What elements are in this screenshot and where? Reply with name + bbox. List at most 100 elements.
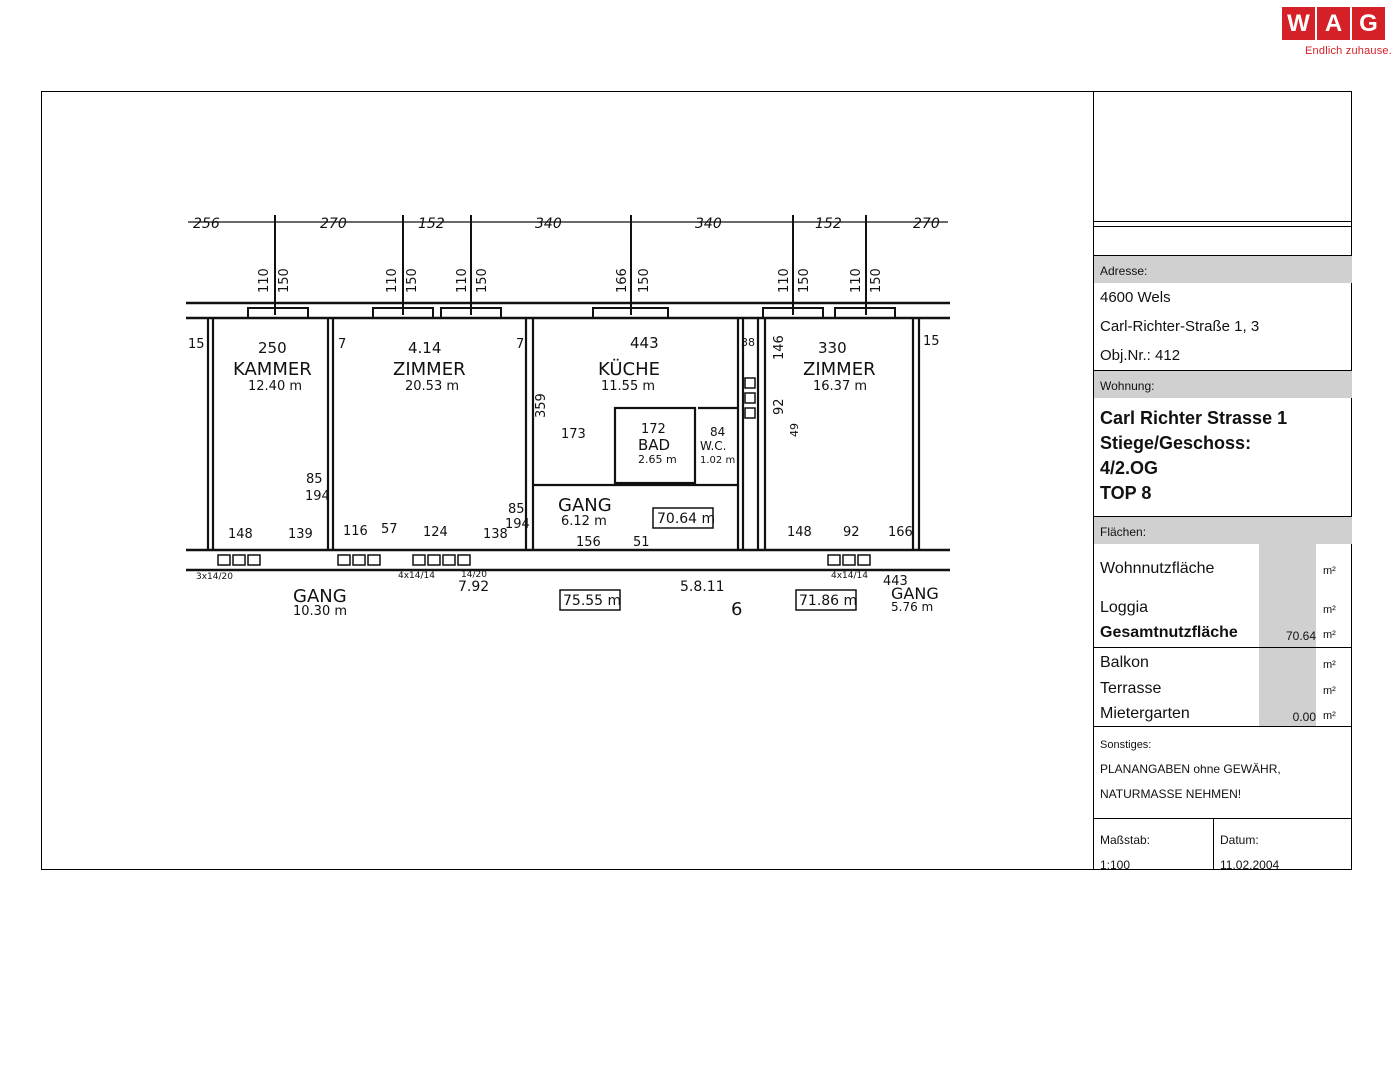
area-unit: m² bbox=[1323, 659, 1336, 671]
dim-label: 38 bbox=[741, 336, 755, 349]
area-row-mietergarten: Mietergarten 0.00 m² bbox=[1094, 701, 1352, 727]
dim-label: 116 bbox=[343, 524, 368, 539]
scale-label: Maßstab: bbox=[1100, 833, 1151, 847]
apartment-header: Wohnung: bbox=[1094, 370, 1352, 398]
areas-header: Flächen: bbox=[1094, 517, 1352, 544]
room-name: ZIMMER bbox=[803, 359, 876, 380]
window-dim: 150 bbox=[277, 268, 292, 293]
title-block-top bbox=[1094, 91, 1352, 222]
room-name: KAMMER bbox=[233, 359, 312, 380]
area-unit: m² bbox=[1323, 710, 1336, 722]
area-row-terrasse: Terrasse m² bbox=[1094, 676, 1352, 702]
dim-label: 173 bbox=[561, 427, 586, 442]
window-dim: 166 bbox=[615, 268, 630, 293]
total-area-label: 70.64 m bbox=[657, 511, 715, 527]
dim-top-label: 270 bbox=[320, 216, 347, 232]
dim-label: 124 bbox=[423, 525, 448, 540]
dim-top-label: 340 bbox=[695, 216, 722, 232]
area-unit: m² bbox=[1323, 604, 1336, 616]
apartment-top: TOP 8 bbox=[1100, 483, 1152, 503]
room-area: 12.40 m bbox=[248, 379, 302, 394]
wag-logo: W A G Endlich zuhause. bbox=[1282, 7, 1392, 62]
room-area: 11.55 m bbox=[601, 379, 655, 394]
window-dim: 110 bbox=[385, 268, 400, 293]
window-dim: 150 bbox=[475, 268, 490, 293]
dim-label: 15 bbox=[923, 334, 940, 349]
area-label: Loggia bbox=[1100, 599, 1149, 616]
window-dim: 150 bbox=[797, 268, 812, 293]
area-label: Mietergarten bbox=[1100, 705, 1190, 722]
room-width: 250 bbox=[258, 339, 287, 357]
window-dim: 110 bbox=[257, 268, 272, 293]
corridor-wall bbox=[186, 548, 950, 572]
dim-label: 359 bbox=[534, 393, 549, 418]
room-name: ZIMMER bbox=[393, 359, 466, 380]
area-unit: m² bbox=[1323, 565, 1336, 577]
room-name: GANG bbox=[293, 586, 347, 607]
dim-label: 7 bbox=[516, 337, 524, 352]
drawing-frame bbox=[41, 91, 1352, 870]
window-dim: 150 bbox=[637, 268, 652, 293]
dim-label: 92 bbox=[843, 525, 860, 540]
dim-label: 6 bbox=[731, 599, 742, 620]
dim-top-label: 340 bbox=[535, 216, 562, 232]
dim-top-label: 152 bbox=[815, 216, 842, 232]
room-name: W.C. bbox=[700, 439, 727, 453]
dim-label: 4x14/14 bbox=[398, 571, 435, 581]
room-name: KÜCHE bbox=[598, 358, 660, 380]
room-width: 84 bbox=[710, 425, 725, 439]
area-row-loggia: Loggia m² bbox=[1094, 595, 1352, 621]
dim-label: 85 bbox=[508, 502, 525, 517]
window-dim: 110 bbox=[455, 268, 470, 293]
dim-label: 57 bbox=[381, 522, 398, 537]
dim-label: 15 bbox=[188, 337, 205, 352]
apartment-street: Carl Richter Strasse 1 bbox=[1100, 408, 1288, 428]
room-area: 2.65 m bbox=[638, 453, 677, 466]
area-value-column bbox=[1259, 544, 1316, 647]
scale-cell: Maßstab: 1:100 bbox=[1094, 819, 1214, 872]
area-unit: m² bbox=[1323, 685, 1336, 697]
other-note-line: PLANANGABEN ohne GEWÄHR, bbox=[1100, 762, 1281, 776]
interior-wall bbox=[206, 318, 921, 550]
address-header: Adresse: bbox=[1094, 256, 1352, 283]
dim-label: 49 bbox=[788, 423, 801, 437]
logo-letter-w: W bbox=[1282, 7, 1315, 40]
title-block: Adresse: 4600 Wels Carl-Richter-Straße 1… bbox=[1093, 91, 1352, 872]
area-label: Balkon bbox=[1100, 654, 1149, 671]
room-name: GANG bbox=[891, 584, 939, 603]
room-width: 443 bbox=[630, 334, 659, 352]
title-block-spacer bbox=[1094, 226, 1352, 256]
window-dim: 150 bbox=[405, 268, 420, 293]
other-note-line: NATURMASSE NEHMEN! bbox=[1100, 787, 1242, 801]
window-markers bbox=[247, 307, 896, 319]
object-number: Obj.Nr.: 412 bbox=[1100, 347, 1181, 364]
room-area: 1.02 m bbox=[700, 455, 735, 466]
room-area: 10.30 m bbox=[293, 604, 347, 619]
window-dim: 110 bbox=[849, 268, 864, 293]
room-area: 16.37 m bbox=[813, 379, 867, 394]
area-label: Gesamtnutzfläche bbox=[1100, 624, 1238, 641]
scale-value: 1:100 bbox=[1100, 858, 1131, 872]
dim-ticks bbox=[274, 215, 867, 315]
dim-label: 139 bbox=[288, 527, 313, 542]
room-width: 4.14 bbox=[408, 339, 441, 357]
date-cell: Datum: 11.02.2004 bbox=[1214, 819, 1285, 872]
dim-label: 14/20 bbox=[461, 570, 487, 580]
dim-label: 148 bbox=[787, 525, 812, 540]
dim-label: 194 bbox=[505, 517, 530, 532]
area-unit: m² bbox=[1323, 629, 1336, 641]
dim-label: 148 bbox=[228, 527, 253, 542]
apartment-stair-label: Stiege/Geschoss: bbox=[1100, 433, 1252, 453]
area-value-column bbox=[1259, 648, 1316, 726]
address-street: Carl-Richter-Straße 1, 3 bbox=[1100, 318, 1260, 335]
dim-label: 194 bbox=[305, 489, 330, 504]
window-dim: 150 bbox=[869, 268, 884, 293]
logo-letter-g: G bbox=[1352, 7, 1385, 40]
dim-label: 85 bbox=[306, 472, 323, 487]
room-name: GANG bbox=[558, 495, 612, 516]
room-area: 20.53 m bbox=[405, 379, 459, 394]
dim-label: 5.8.11 bbox=[680, 579, 725, 595]
stair-markers bbox=[217, 377, 871, 566]
dim-label: 4x14/14 bbox=[831, 571, 868, 581]
area-value: 0.00 bbox=[1292, 710, 1316, 724]
